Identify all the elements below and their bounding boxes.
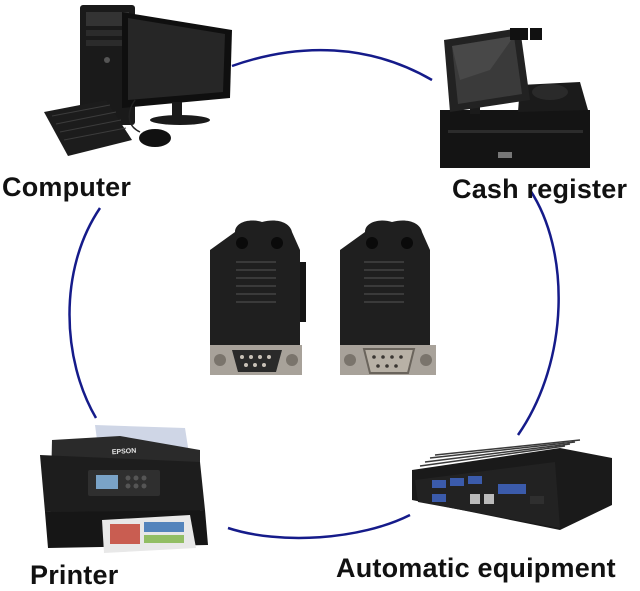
db9-female-connector-icon xyxy=(340,220,436,375)
connection-circle xyxy=(68,48,560,540)
arc-left xyxy=(68,207,102,419)
cash-register-icon xyxy=(440,28,590,168)
db9-male-connector-icon xyxy=(210,220,306,375)
computer-label: Computer xyxy=(2,172,132,202)
automatic-equipment-label: Automatic equipment xyxy=(336,553,616,583)
desktop-computer-icon xyxy=(44,5,232,156)
industrial-pc-icon xyxy=(412,439,612,530)
printer-brand: EPSON xyxy=(112,448,137,457)
arc-top xyxy=(231,48,433,82)
cash-register-label: Cash register xyxy=(452,174,628,204)
arc-right xyxy=(516,189,560,436)
printer-label: Printer xyxy=(30,560,119,590)
arc-bottom xyxy=(227,513,411,540)
printer-icon xyxy=(40,425,208,553)
